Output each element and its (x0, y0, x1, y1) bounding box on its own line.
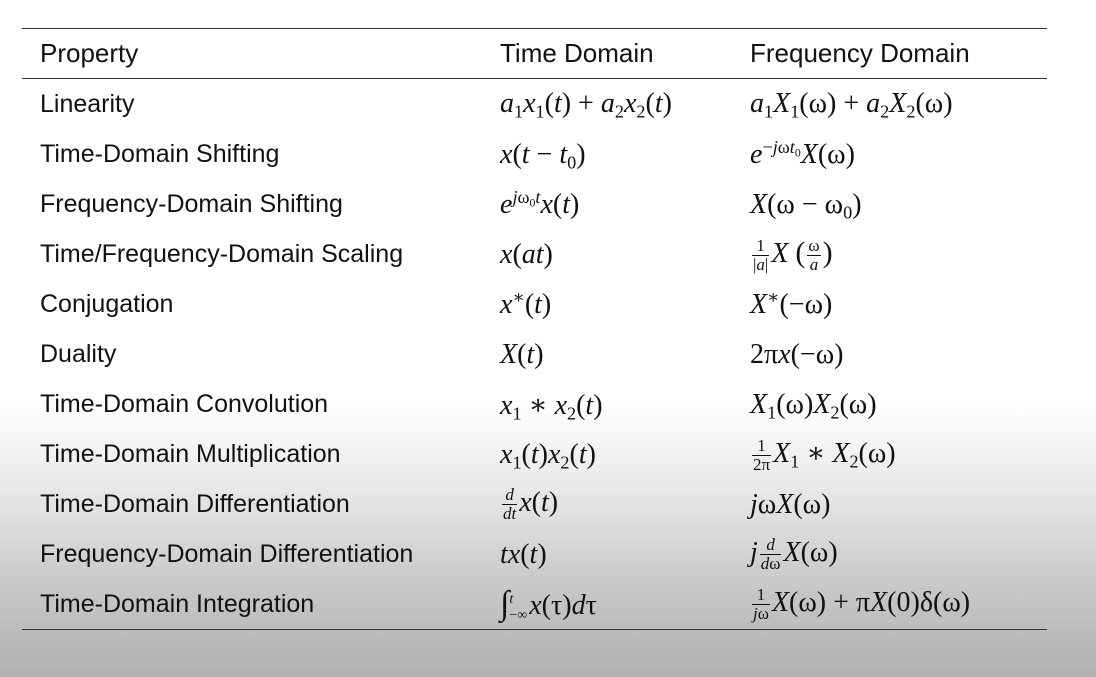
property-cell: Time/Frequency-Domain Scaling (40, 240, 404, 268)
time-domain-cell: x∗(t) (483, 280, 733, 330)
time-expression: x(t − t0) (500, 138, 586, 172)
property-cell: Frequency-Domain Shifting (40, 190, 343, 218)
time-expression: x(at) (500, 238, 553, 270)
frequency-expression: jωX(ω) (750, 488, 831, 520)
time-domain-cell: x(at) (483, 230, 733, 280)
frequency-domain-cell: jωX(ω) (733, 480, 1047, 530)
time-domain-cell: x(t − t0) (483, 130, 733, 180)
frequency-domain-cell: X1(ω)X2(ω) (733, 380, 1047, 430)
property-cell: Time-Domain Shifting (40, 140, 280, 168)
table-row: Frequency-Domain Differentiation tx(t) j… (22, 530, 1047, 580)
time-domain-cell: x1(t)x2(t) (483, 430, 733, 480)
header-frequency-domain: Frequency Domain (733, 28, 1047, 79)
table-row: Time-Domain Convolution x1 ∗ x2(t) X1(ω)… (22, 380, 1047, 430)
table-row: Conjugation x∗(t) X∗(−ω) (22, 280, 1047, 330)
time-expression: x∗(t) (500, 286, 552, 320)
frequency-domain-cell: X(ω − ω0) (733, 180, 1047, 230)
frequency-domain-cell: e−jωt0X(ω) (733, 130, 1047, 180)
table-row: Linearity a1x1(t) + a2x2(t) a1X1(ω) + a2… (22, 79, 1047, 130)
fourier-properties-table: Property Time Domain Frequency Domain Li… (22, 28, 1047, 630)
time-domain-cell: X(t) (483, 330, 733, 380)
table-row: Time/Frequency-Domain Scaling x(at) 1|a|… (22, 230, 1047, 280)
property-cell: Time-Domain Differentiation (40, 490, 350, 518)
time-expression: x1 ∗ x2(t) (500, 389, 603, 423)
frequency-domain-cell: X∗(−ω) (733, 280, 1047, 330)
properties-table: Property Time Domain Frequency Domain Li… (22, 28, 1047, 630)
property-cell: Linearity (40, 89, 135, 118)
property-cell: Frequency-Domain Differentiation (40, 540, 414, 568)
time-domain-cell: a1x1(t) + a2x2(t) (483, 79, 733, 130)
frequency-expression: X∗(−ω) (750, 286, 833, 320)
time-expression: x1(t)x2(t) (500, 438, 596, 472)
property-cell: Conjugation (40, 290, 174, 318)
time-expression: X(t) (500, 338, 544, 370)
time-expression: ∫t−∞x(τ)dτ (500, 585, 597, 623)
table-row: Time-Domain Shifting x(t − t0) e−jωt0X(ω… (22, 130, 1047, 180)
property-cell: Time-Domain Multiplication (40, 440, 341, 468)
table-row: Frequency-Domain Shifting ejω0tx(t) X(ω … (22, 180, 1047, 230)
time-domain-cell: x1 ∗ x2(t) (483, 380, 733, 430)
frequency-domain-cell: 2πx(−ω) (733, 330, 1047, 380)
header-property: Property (22, 28, 483, 79)
table-body: Linearity a1x1(t) + a2x2(t) a1X1(ω) + a2… (22, 79, 1047, 630)
time-domain-cell: ejω0tx(t) (483, 180, 733, 230)
time-expression: ejω0tx(t) (500, 186, 580, 220)
header-row: Property Time Domain Frequency Domain (22, 28, 1047, 79)
time-expression: a1x1(t) + a2x2(t) (500, 88, 672, 122)
time-expression: tx(t) (500, 538, 547, 570)
time-domain-cell: tx(t) (483, 530, 733, 580)
frequency-expression: 2πx(−ω) (750, 338, 844, 370)
frequency-expression: e−jωt0X(ω) (750, 136, 855, 170)
frequency-expression: X(ω − ω0) (750, 188, 862, 222)
table-row: Duality X(t) 2πx(−ω) (22, 330, 1047, 380)
property-cell: Time-Domain Integration (22, 579, 483, 630)
header-time-domain: Time Domain (483, 28, 733, 79)
table-header: Property Time Domain Frequency Domain (22, 28, 1047, 79)
time-domain-cell: ∫t−∞x(τ)dτ (483, 579, 733, 630)
property-cell: Time-Domain Convolution (40, 390, 329, 418)
frequency-domain-cell: a1X1(ω) + a2X2(ω) (733, 79, 1047, 130)
property-cell: Duality (40, 340, 117, 368)
frequency-expression: X1(ω)X2(ω) (750, 388, 877, 422)
frequency-expression: a1X1(ω) + a2X2(ω) (750, 88, 953, 122)
